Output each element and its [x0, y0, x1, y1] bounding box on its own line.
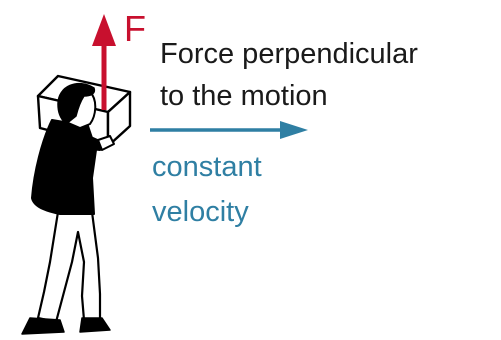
left-shoe — [21, 317, 65, 335]
hand — [97, 135, 115, 151]
arm — [61, 125, 103, 151]
legs — [36, 210, 102, 324]
velocity-label-line-2: velocity — [152, 196, 249, 228]
force-symbol: F — [124, 8, 146, 49]
force-description-line-1: Force perpendicular — [160, 38, 418, 70]
velocity-arrow — [150, 121, 308, 139]
right-arrow-icon — [280, 121, 308, 139]
force-description: Force perpendicular to the motion — [160, 33, 418, 117]
person-carrying-box-icon — [21, 74, 132, 335]
velocity-label-line-1: constant — [152, 151, 262, 183]
up-arrow-icon — [92, 14, 116, 46]
right-shoe — [79, 317, 111, 333]
velocity-label: constant velocity — [152, 145, 262, 235]
force-description-line-2: to the motion — [160, 80, 328, 112]
hair — [57, 83, 96, 125]
box-side — [106, 90, 132, 148]
force-arrow — [92, 14, 116, 110]
